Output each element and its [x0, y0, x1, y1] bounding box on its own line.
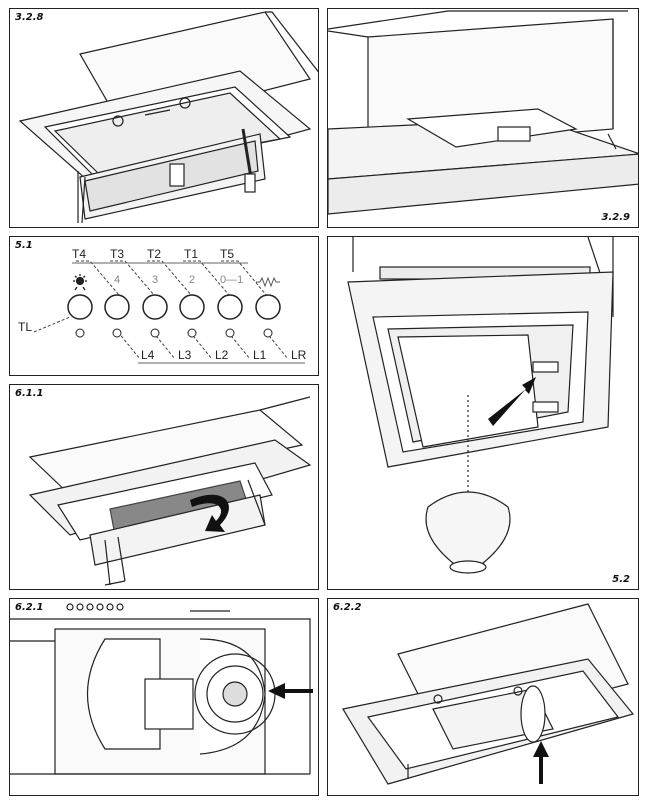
panel-label: 5.2 — [612, 574, 630, 585]
panel-3-2-8: 3.2.8 — [9, 8, 319, 228]
light-bulb-icon — [73, 274, 87, 291]
motor-access-illustration — [342, 603, 635, 785]
speed-4-button — [104, 294, 130, 320]
pointer-arrow — [268, 683, 313, 699]
top-label-t2: T2 — [147, 247, 162, 261]
bottom-label-l2: L2 — [215, 348, 229, 362]
bottom-label-lr: LR — [291, 348, 307, 362]
speed-mark-2: 2 — [189, 274, 196, 286]
panel-5-2: 5.2 — [327, 236, 639, 590]
panel-label: 6.2.1 — [15, 602, 44, 613]
panel-label: 5.1 — [15, 240, 33, 251]
panel-label: 6.2.2 — [333, 602, 362, 613]
bottom-label-l3: L3 — [178, 348, 192, 362]
panel-6-1-1: 6.1.1 — [9, 384, 319, 590]
speed-mark-4: 4 — [114, 274, 121, 286]
speed-mark-3: 3 — [152, 274, 159, 286]
hood-filter-removal-illustration — [18, 11, 318, 224]
panel-6-2-1: 6.2.1 — [9, 598, 319, 796]
pointer-arrow — [488, 377, 536, 426]
top-label-t5: T5 — [220, 247, 235, 261]
panel-label: 3.2.9 — [601, 212, 630, 223]
control-panel-diagram — [33, 260, 305, 364]
top-label-t1: T1 — [184, 247, 199, 261]
panel-5-1: 5.1 — [9, 236, 319, 376]
panel-label: 3.2.8 — [15, 12, 44, 23]
motor-removal-illustration — [10, 603, 313, 775]
pointer-arrow — [533, 741, 549, 784]
timer-button — [255, 294, 281, 320]
speed-mark-0-1: 0—1 — [220, 274, 244, 286]
indicator-led — [187, 328, 197, 338]
top-label-t4: T4 — [72, 247, 87, 261]
filter-opening-illustration — [28, 396, 312, 586]
indicator-led — [150, 328, 160, 338]
zigzag-timer-icon — [256, 276, 280, 288]
panel-label: 6.1.1 — [15, 388, 44, 399]
indicator-led — [75, 328, 85, 338]
speed-3-button — [142, 294, 168, 320]
indicator-led — [225, 328, 235, 338]
top-label-t3: T3 — [110, 247, 125, 261]
rotate-arrow — [190, 494, 229, 532]
hood-installed-illustration — [328, 10, 638, 215]
bottom-label-l1: L1 — [253, 348, 267, 362]
lamp-replacement-illustration — [347, 237, 614, 574]
panel-6-2-2: 6.2.2 — [327, 598, 639, 796]
indicator-led — [112, 328, 122, 338]
speed-2-button — [179, 294, 205, 320]
left-label-tl: TL — [18, 320, 33, 334]
panel-3-2-9: 3.2.9 — [327, 8, 639, 228]
bottom-label-l4: L4 — [141, 348, 155, 362]
indicator-led — [263, 328, 273, 338]
speed-1-button — [217, 294, 243, 320]
light-button — [67, 294, 93, 320]
